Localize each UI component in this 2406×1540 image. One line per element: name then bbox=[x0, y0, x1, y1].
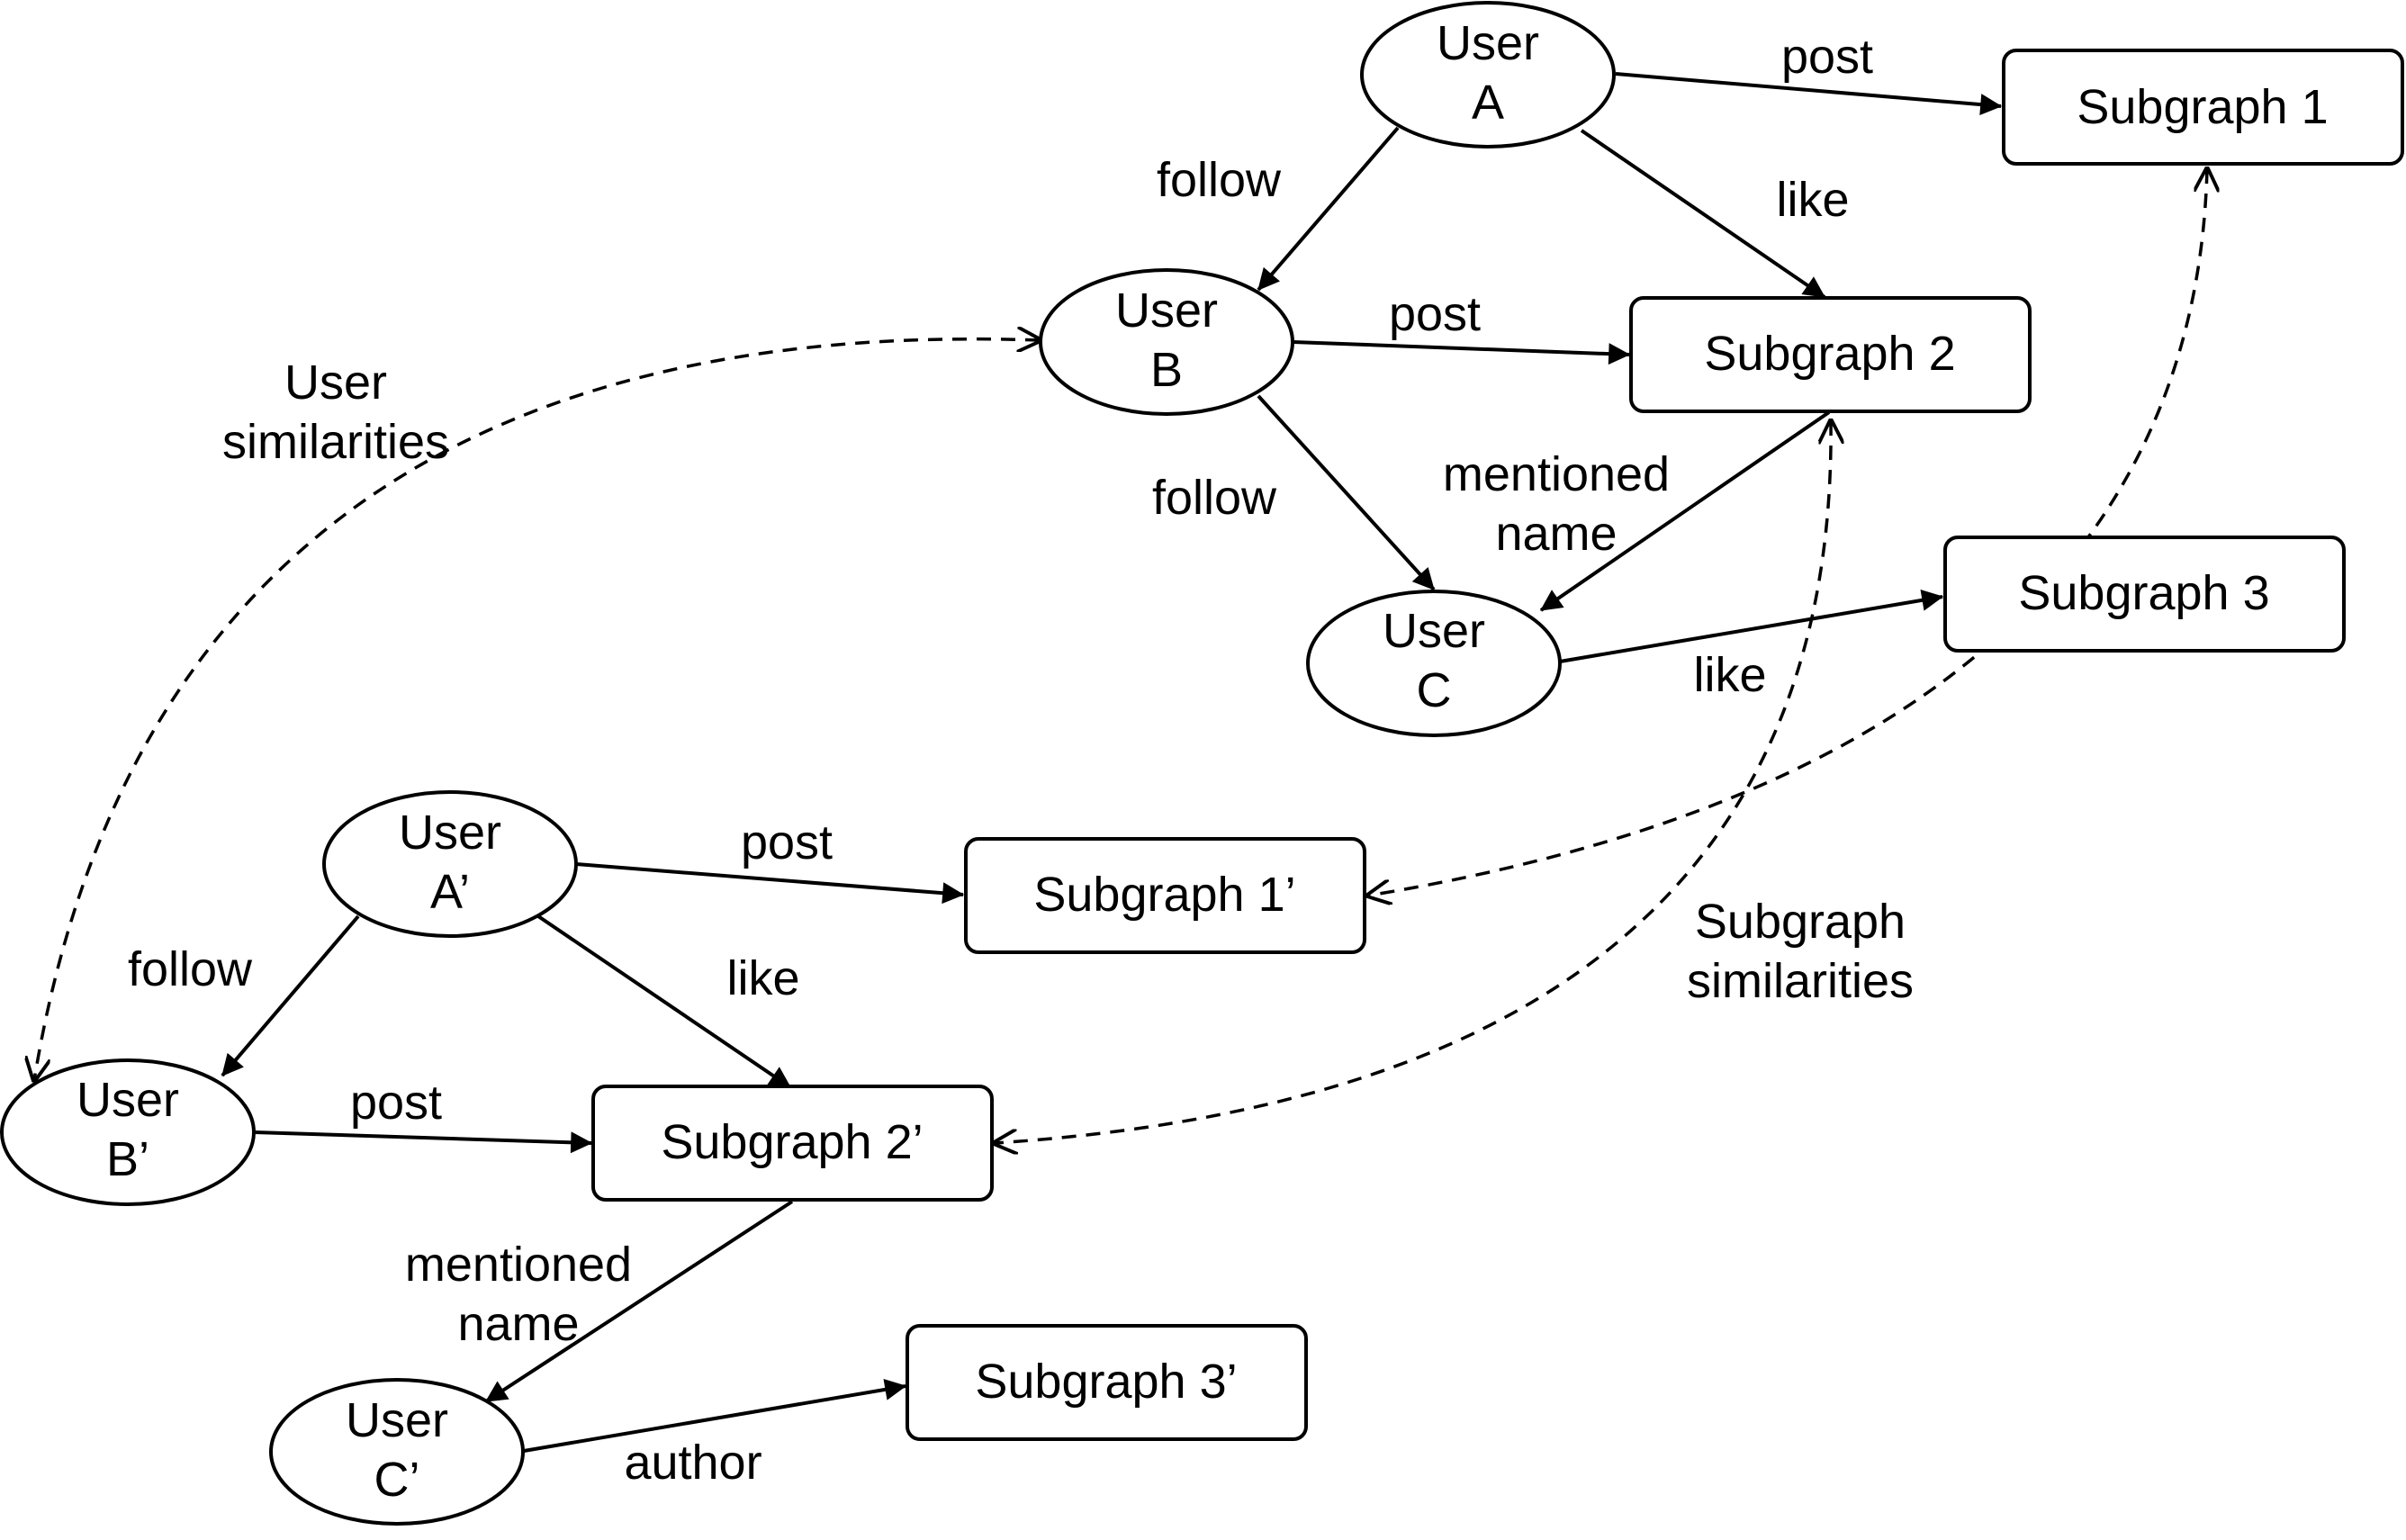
user-c2-label-2: C’ bbox=[374, 1453, 420, 1507]
edge-label-a2-post: post bbox=[741, 815, 833, 869]
user-b2-label-1: User bbox=[77, 1073, 179, 1127]
subgraph-2-label: Subgraph 2 bbox=[1704, 327, 1955, 381]
user-node-b bbox=[1039, 268, 1294, 416]
edge-label-b-follow: follow bbox=[1152, 471, 1277, 525]
subgraph-similarity-s1-s1p bbox=[1368, 169, 2207, 896]
edge-label-a2-follow: follow bbox=[128, 942, 253, 996]
subgraph-2p-label: Subgraph 2’ bbox=[661, 1115, 923, 1169]
edge-label-s2-mention-1: mentioned bbox=[1443, 447, 1670, 501]
subgraph-similarity-s2-s2p bbox=[995, 421, 1831, 1143]
user-a-label-2: A bbox=[1472, 76, 1504, 130]
user-similarity-b-b2 bbox=[34, 339, 1040, 1080]
edge-b-post-s2 bbox=[1293, 340, 1631, 365]
subgraph-node-2p bbox=[591, 1085, 994, 1202]
edge-a-follow-b bbox=[1257, 126, 1400, 292]
edge-label-a-like: like bbox=[1776, 173, 1849, 227]
user-c-label-2: C bbox=[1417, 663, 1452, 717]
edge-label-c-like: like bbox=[1693, 648, 1766, 702]
edge-label-s2p-mention-2: name bbox=[457, 1297, 579, 1351]
subgraph-node-2 bbox=[1629, 296, 2032, 413]
edge-a-post-s1 bbox=[1615, 72, 2003, 116]
edge-label-s2p-mention-1: mentioned bbox=[405, 1238, 632, 1292]
user-a-label-1: User bbox=[1437, 16, 1539, 70]
edge-s2p-mention-c2 bbox=[484, 1200, 794, 1403]
edge-label-a2-like: like bbox=[726, 951, 799, 1005]
user-c-label-1: User bbox=[1383, 604, 1485, 658]
user-node-b2 bbox=[0, 1058, 256, 1206]
subgraph-node-1p bbox=[964, 837, 1366, 954]
edge-label-s2-mention-2: name bbox=[1495, 507, 1617, 561]
user-b2-label-2: B’ bbox=[106, 1132, 149, 1186]
user-b-label-2: B bbox=[1150, 343, 1183, 397]
subgraph-node-3p bbox=[906, 1324, 1308, 1441]
edge-label-b2-post: post bbox=[350, 1076, 442, 1130]
user-c2-label-1: User bbox=[346, 1393, 448, 1447]
subgraph-1p-label: Subgraph 1’ bbox=[1033, 868, 1295, 922]
edge-label-b-post: post bbox=[1389, 287, 1481, 341]
subgraph-3-label: Subgraph 3 bbox=[2018, 566, 2269, 620]
edge-label-a-post: post bbox=[1781, 30, 1873, 84]
user-similarities-label-2: similarities bbox=[222, 415, 449, 469]
edge-b-follow-c bbox=[1257, 394, 1436, 591]
user-a2-label-1: User bbox=[399, 806, 501, 860]
subgraph-node-3 bbox=[1943, 536, 2346, 653]
edge-label-a-follow: follow bbox=[1157, 153, 1282, 207]
subgraph-1-label: Subgraph 1 bbox=[2077, 80, 2328, 134]
subgraph-similarities-label-2: similarities bbox=[1687, 954, 1914, 1008]
edge-b2-post-s2p bbox=[254, 1130, 593, 1154]
subgraph-similarities-label-1: Subgraph bbox=[1695, 895, 1906, 949]
user-b-label-1: User bbox=[1115, 284, 1218, 338]
user-node-a bbox=[1360, 1, 1616, 149]
user-a2-label-2: A’ bbox=[430, 865, 470, 919]
user-node-a2 bbox=[322, 790, 578, 938]
user-similarities-label-1: User bbox=[284, 356, 387, 410]
edge-c2-author-s3p bbox=[523, 1378, 907, 1453]
edge-label-c2-author: author bbox=[624, 1436, 761, 1490]
user-node-c bbox=[1306, 590, 1562, 737]
subgraph-3p-label: Subgraph 3’ bbox=[975, 1355, 1237, 1409]
subgraph-node-1 bbox=[2002, 49, 2404, 166]
user-node-c2 bbox=[269, 1378, 525, 1526]
